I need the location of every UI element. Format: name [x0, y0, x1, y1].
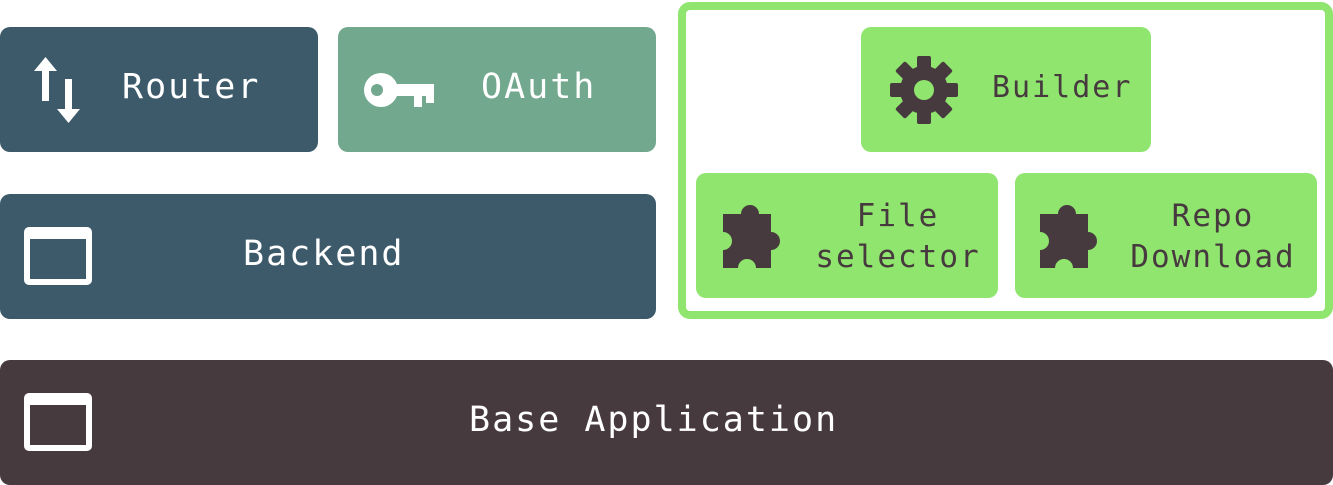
- key-icon: [364, 73, 434, 107]
- file-selector-line-1: File: [856, 198, 940, 234]
- gear-icon: [890, 56, 958, 124]
- builder-block: Builder: [861, 27, 1151, 152]
- oauth-label: OAuth: [481, 67, 597, 107]
- oauth-block: OAuth: [338, 27, 656, 152]
- router-label: Router: [122, 67, 261, 107]
- file-selector-line-2: selector: [815, 239, 981, 275]
- base-application-block: Base Application: [0, 360, 1333, 485]
- base-application-label: Base Application: [469, 400, 839, 440]
- puzzle-icon: [1040, 205, 1097, 268]
- router-block: Router: [0, 27, 318, 152]
- window-icon: [24, 393, 92, 451]
- backend-label: Backend: [243, 234, 405, 274]
- file-selector-block: File selector: [696, 173, 998, 298]
- up-down-arrows-icon: [34, 57, 80, 123]
- repo-download-block: Repo Download: [1015, 173, 1317, 298]
- puzzle-icon: [723, 205, 780, 268]
- builder-label: Builder: [992, 70, 1133, 105]
- file-selector-label: File selector: [800, 196, 996, 278]
- repo-download-line-2: Download: [1130, 239, 1296, 275]
- backend-block: Backend: [0, 194, 656, 319]
- repo-download-line-1: Repo: [1171, 198, 1255, 234]
- repo-download-label: Repo Download: [1115, 196, 1311, 278]
- window-icon: [24, 227, 92, 285]
